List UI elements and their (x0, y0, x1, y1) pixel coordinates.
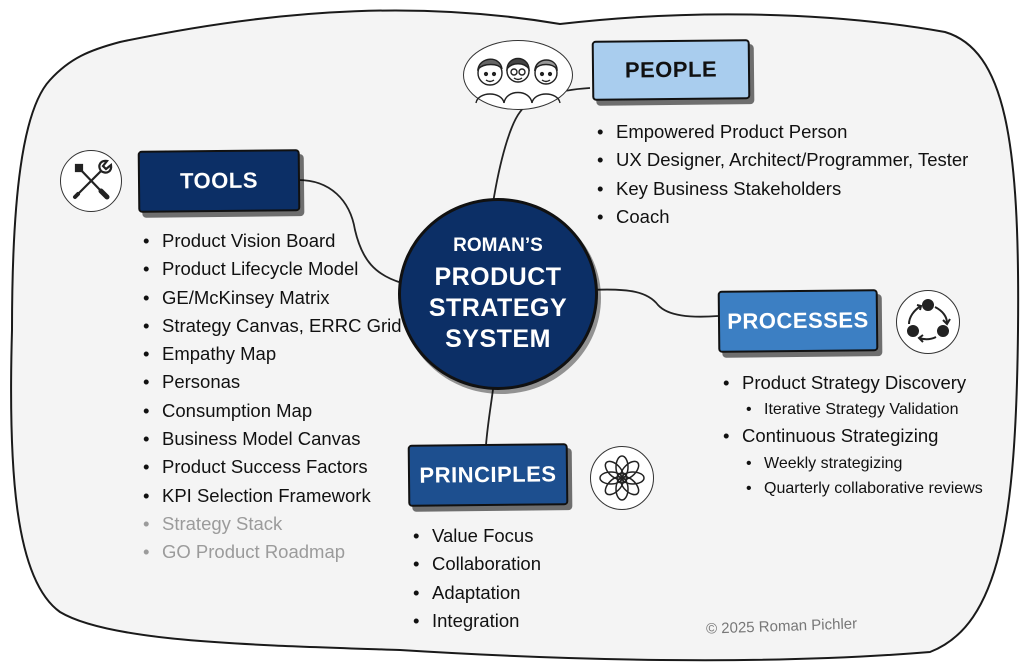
tools-item: Product Vision Board (140, 227, 402, 256)
connector-processes (589, 288, 719, 318)
tools-item: Personas (140, 368, 402, 397)
people-faces-icon (463, 40, 573, 110)
hub-line-2: PRODUCT (434, 262, 562, 291)
processes-item: Continuous Strategizing (720, 422, 983, 451)
center-hub: ROMAN’S PRODUCT STRATEGY SYSTEM (398, 198, 598, 390)
people-item: UX Designer, Architect/Programmer, Teste… (594, 146, 968, 175)
people-title: PEOPLE (624, 56, 718, 83)
processes-subitem: Weekly strategizing (720, 451, 983, 476)
principles-item: Integration (410, 607, 541, 636)
hub-line-1: ROMAN’S (453, 234, 543, 256)
processes-subitem: Iterative Strategy Validation (720, 397, 983, 422)
people-box: PEOPLE (591, 39, 751, 101)
processes-title: PROCESSES (727, 307, 869, 334)
tools-item: Business Model Canvas (140, 425, 402, 454)
processes-subitem: Quarterly collaborative reviews (720, 476, 983, 501)
tools-item: Empathy Map (140, 340, 402, 369)
principles-item: Adaptation (410, 579, 541, 608)
processes-list: Product Strategy Discovery Iterative Str… (720, 369, 983, 501)
tools-item: Consumption Map (140, 397, 402, 426)
principles-item: Collaboration (410, 550, 541, 579)
principles-list: Value Focus Collaboration Adaptation Int… (410, 522, 541, 635)
tools-title: TOOLS (179, 167, 259, 194)
tools-item: Product Lifecycle Model (140, 255, 402, 284)
tools-item: GE/McKinsey Matrix (140, 284, 402, 313)
people-item: Coach (594, 203, 968, 232)
mandala-flower-icon (590, 446, 654, 510)
tools-list: Product Vision Board Product Lifecycle M… (140, 227, 402, 567)
principles-box: PRINCIPLES (407, 443, 569, 507)
tools-item-grey: GO Product Roadmap (140, 538, 402, 567)
tools-item: Strategy Canvas, ERRC Grid (140, 312, 402, 341)
hub-line-3: STRATEGY (428, 293, 568, 322)
cycle-arrows-icon (896, 290, 960, 354)
wrench-screwdriver-icon (60, 150, 122, 212)
tools-item: KPI Selection Framework (140, 482, 402, 511)
tools-item: Product Success Factors (140, 453, 402, 482)
people-list: Empowered Product Person UX Designer, Ar… (594, 118, 968, 231)
processes-item: Product Strategy Discovery (720, 369, 983, 398)
people-item: Key Business Stakeholders (594, 175, 968, 204)
hub-line-4: SYSTEM (445, 324, 551, 353)
tools-item-grey: Strategy Stack (140, 510, 402, 539)
tools-box: TOOLS (137, 149, 301, 213)
people-item: Empowered Product Person (594, 118, 968, 147)
principles-item: Value Focus (410, 522, 541, 551)
principles-title: PRINCIPLES (419, 461, 557, 488)
processes-box: PROCESSES (717, 289, 879, 353)
